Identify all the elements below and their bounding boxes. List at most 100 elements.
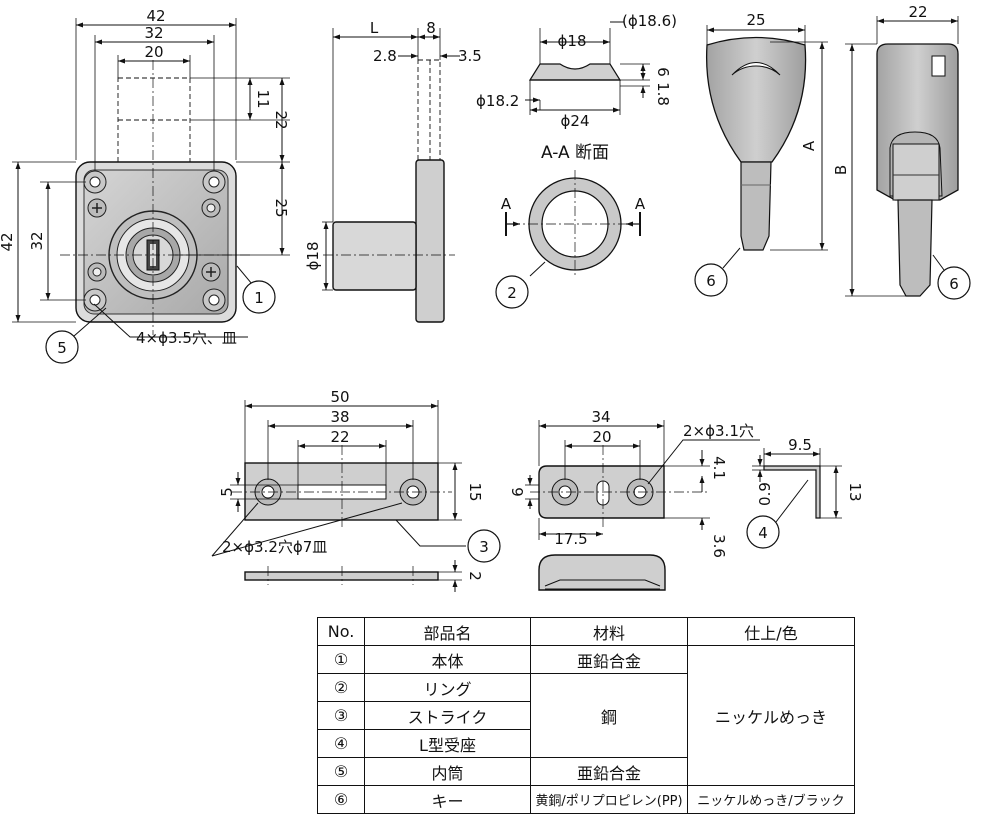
strike-hole-note: 2×ϕ3.2穴ϕ7皿 (222, 538, 327, 556)
row-finish-merged: ニッケルめっき (687, 645, 855, 786)
table-header-row: No. 部品名 材料 仕上/色 (317, 617, 855, 646)
callout-6-side-label: 6 (949, 275, 959, 293)
bracket-labels: 34 20 2×ϕ3.1穴 4.1 6 17.5 3.6 9.5 0.9 13 (509, 408, 864, 558)
dim-5: 5 (218, 487, 236, 497)
callout-2-label: 2 (507, 284, 517, 302)
dim-42-width: 42 (146, 7, 165, 25)
callout-6-side: 6 (937, 266, 971, 300)
dim-22-strike: 22 (330, 428, 349, 446)
dim-1-8: 1.8 (654, 82, 672, 106)
strike-labels: 50 38 22 15 5 2 2×ϕ3.2穴ϕ7皿 (218, 388, 484, 581)
table-row: ② リング 鋼 (317, 673, 855, 758)
row-name: キー (364, 785, 531, 814)
dim-25-height: 25 (272, 198, 290, 217)
key-front-labels: 25 A (746, 11, 818, 151)
header-finish: 仕上/色 (687, 617, 855, 646)
row-material: 黄銅/ポリプロピレン(PP) (530, 785, 688, 814)
dim-2-8: 2.8 (373, 47, 397, 65)
section-mark-right: A (635, 195, 646, 213)
dim-phi18-2: ϕ18.2 (476, 92, 519, 110)
dim-11: 11 (254, 89, 272, 108)
callout-1: 1 (242, 280, 276, 314)
dim-B: B (832, 165, 850, 175)
lock-body-front-view (12, 18, 290, 338)
dim-6-ring: 6 (654, 67, 672, 77)
dim-42-height: 42 (0, 232, 16, 251)
top-view-labels: 42 32 20 11 22 25 42 32 4×ϕ3.5穴、皿 (0, 7, 290, 347)
row-name: ストライク (364, 701, 531, 730)
dim-3-5: 3.5 (458, 47, 482, 65)
callout-5-label: 5 (57, 339, 67, 357)
dim-phi18-inner: ϕ18 (558, 32, 587, 50)
callout-4: 4 (746, 515, 780, 549)
callout-2: 2 (495, 275, 529, 309)
row-name: 内筒 (364, 757, 531, 786)
callout-3: 3 (467, 529, 501, 563)
dim-L: L (370, 19, 379, 37)
dim-phi24: ϕ24 (561, 112, 590, 130)
header-material: 材料 (530, 617, 688, 646)
key-side-labels: 22 B (832, 3, 928, 175)
callout-5: 5 (45, 330, 79, 364)
side-view-labels: L 8 2.8 3.5 ϕ18 (304, 19, 482, 270)
dim-32-height: 32 (28, 231, 46, 250)
section-title: A-A 断面 (541, 143, 609, 163)
dim-22-key: 22 (908, 3, 927, 21)
row-no: ④ (317, 729, 365, 758)
callout-6-front: 6 (694, 263, 728, 297)
row-material: 亜鉛合金 (530, 757, 688, 786)
dim-13: 13 (846, 482, 864, 501)
row-name: リング (364, 673, 531, 702)
dim-34: 34 (591, 408, 610, 426)
row-finish: ニッケルめっき/ブラック (687, 785, 855, 814)
strike-plate-view (211, 400, 466, 592)
dim-22-height: 22 (272, 110, 290, 129)
l-bracket-view (525, 420, 842, 591)
dim-38: 38 (330, 408, 349, 426)
row-material: 亜鉛合金 (530, 645, 688, 674)
dim-6-bracket: 6 (509, 487, 527, 497)
key-side-view (845, 16, 959, 297)
countersunk-holes (83, 170, 226, 312)
dim-2: 2 (466, 571, 484, 581)
callout-6-front-label: 6 (706, 272, 716, 290)
callout-4-label: 4 (758, 524, 768, 542)
ring-section-view (505, 21, 650, 278)
row-no: ⑤ (317, 757, 365, 786)
row-no: ③ (317, 701, 365, 730)
table-row: ⑥ キー 黄銅/ポリプロピレン(PP) ニッケルめっき/ブラック (317, 785, 855, 814)
dim-17-5: 17.5 (554, 530, 587, 548)
hole-note: 4×ϕ3.5穴、皿 (136, 329, 237, 347)
dim-20-bracket: 20 (592, 428, 611, 446)
screw-icons (87, 198, 221, 282)
dim-phi18-6: (ϕ18.6) (622, 12, 677, 30)
dim-A: A (800, 140, 818, 151)
dim-32-width: 32 (144, 24, 163, 42)
bracket-hole-note: 2×ϕ3.1穴 (683, 422, 754, 440)
row-material-merged: 鋼 (530, 673, 688, 758)
section-mark-left: A (501, 195, 512, 213)
dim-3-6: 3.6 (710, 534, 728, 558)
dim-0-9: 0.9 (756, 482, 774, 506)
dim-25-key: 25 (746, 11, 765, 29)
dim-20-width: 20 (144, 43, 163, 61)
table-row: ① 本体 亜鉛合金 ニッケルめっき (317, 645, 855, 786)
dim-4-1: 4.1 (710, 456, 728, 480)
parts-table: No. 部品名 材料 仕上/色 ① 本体 亜鉛合金 ニッケルめっき ② リング … (317, 617, 855, 814)
row-name: L型受座 (364, 729, 531, 758)
row-no: ① (317, 645, 365, 674)
dim-50: 50 (330, 388, 349, 406)
dim-8: 8 (426, 19, 436, 37)
dim-phi18: ϕ18 (304, 242, 322, 271)
dim-15: 15 (466, 482, 484, 501)
ring-view-labels: ϕ18 (ϕ18.6) 6 1.8 ϕ18.2 ϕ24 A-A 断面 A A (476, 12, 677, 213)
dim-9-5: 9.5 (788, 436, 812, 454)
row-no: ② (317, 673, 365, 702)
header-part-name: 部品名 (364, 617, 531, 646)
row-name: 本体 (364, 645, 531, 674)
callout-3-label: 3 (479, 538, 489, 556)
key-front-view (705, 25, 828, 269)
lock-body-side-view (322, 28, 460, 323)
header-no: No. (317, 617, 365, 646)
